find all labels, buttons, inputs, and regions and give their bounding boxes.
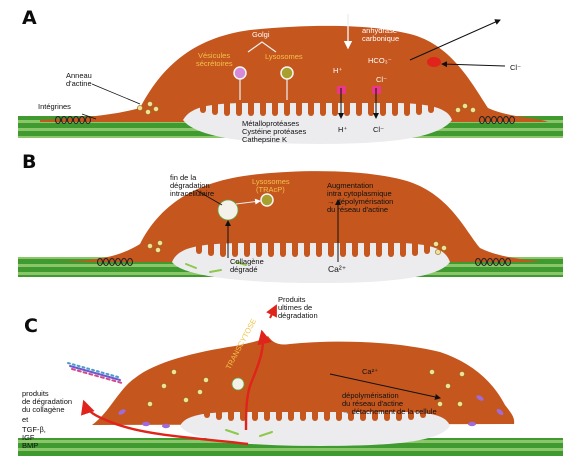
collagen-helix-c	[68, 363, 122, 383]
products-out-arrow	[270, 306, 276, 318]
panel-a-letter: A	[22, 7, 37, 29]
ca-label-b: Ca²⁺	[328, 264, 347, 274]
lysosome-a	[281, 67, 293, 79]
secretory-vesicle	[234, 67, 246, 79]
h-plus-out-label: H⁺	[338, 125, 347, 134]
depoly-label-3: → détachement de la cellule	[342, 407, 437, 416]
cl-out-label: Cl⁻	[510, 63, 521, 72]
cl-bottom-label: Cl⁻	[373, 125, 384, 134]
produits-label-3: dégradation	[278, 311, 318, 320]
enzymes-label-3: Cathepsine K	[242, 135, 287, 144]
factor-label-3: BMP	[22, 441, 38, 450]
anneau-pointer	[92, 84, 140, 104]
panel-c: C Produits ultimes de dégradation TRANSC…	[18, 295, 563, 456]
et-label: et	[22, 415, 29, 424]
lysosome-b	[261, 194, 273, 206]
ca-label-c: Ca²⁺	[362, 367, 378, 376]
left-produits-label-3: du collagène	[22, 405, 65, 414]
fin-label-3: intracellulaire	[170, 189, 214, 198]
augmentation-label-4: du réseau d'actine	[327, 205, 388, 214]
co2-label: CO₂ + H₂O	[318, 5, 355, 14]
panel-b-letter: B	[22, 151, 36, 173]
anhydrase-label-2: carbonique	[362, 34, 399, 43]
cl-in-label: Cl⁻	[376, 75, 387, 84]
integrines-label: Intégrines	[38, 102, 71, 111]
digestive-vacuole	[218, 200, 238, 220]
panel-b: B Lysosomes (TRAcP) fin de la dégradatio…	[18, 151, 563, 283]
transcytosis-vesicle	[232, 378, 244, 390]
exchanger	[427, 57, 441, 67]
panel-c-letter: C	[24, 315, 38, 337]
golgi-label: Golgi	[252, 30, 270, 39]
lysosomes-label-a: Lysosomes	[265, 52, 303, 61]
h-plus-in-label: H⁺	[333, 66, 342, 75]
anneau-label-2: d'actine	[66, 79, 92, 88]
panel-a: A Golgi Vésicules sécrétoires Lysosomes …	[18, 5, 563, 144]
hco3-label: HCO₃⁻	[368, 56, 392, 65]
vesicules-label-2: sécrétoires	[196, 59, 233, 68]
collagene-label-2: dégradé	[230, 265, 258, 274]
lysosomes-label-b-2: (TRAcP)	[256, 185, 285, 194]
